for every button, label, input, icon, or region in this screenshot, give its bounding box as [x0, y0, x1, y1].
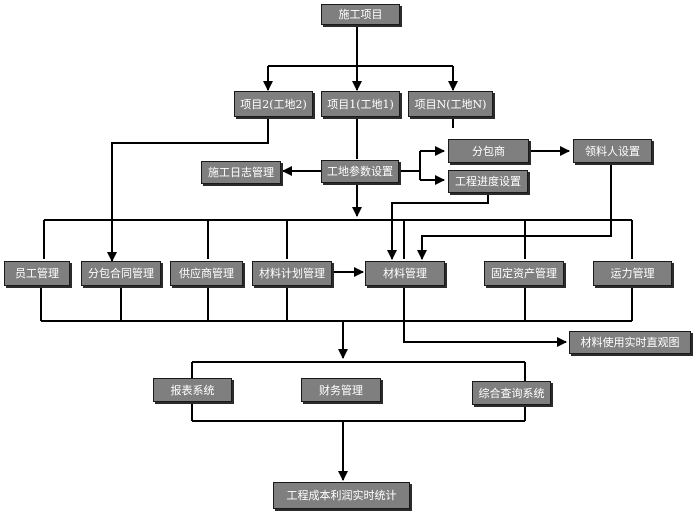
node-material-management: 材料管理 — [365, 261, 445, 286]
node-site-parameter-settings: 工地参数设置 — [321, 160, 399, 183]
node-comprehensive-query: 综合查询系统 — [472, 381, 551, 405]
node-material-plan-management: 材料计划管理 — [252, 261, 332, 286]
node-cost-profit-statistics: 工程成本利润实时统计 — [273, 482, 410, 509]
node-material-usage-chart: 材料使用实时直观图 — [569, 331, 691, 354]
node-staff-management: 员工管理 — [4, 261, 70, 286]
node-supplier-management: 供应商管理 — [170, 261, 243, 286]
node-project-1: 项目1(工地1) — [321, 91, 400, 117]
node-construction-log: 施工日志管理 — [201, 161, 281, 184]
node-finance-management: 财务管理 — [301, 378, 381, 402]
node-subcontractor: 分包商 — [448, 139, 529, 163]
node-report-system: 报表系统 — [153, 378, 232, 402]
node-progress-settings: 工程进度设置 — [448, 170, 528, 193]
node-fixed-assets-management: 固定资产管理 — [484, 261, 564, 286]
node-project-2: 项目2(工地2) — [234, 91, 313, 117]
node-subcontract-management: 分包合同管理 — [81, 261, 161, 286]
node-project-n: 项目N(工地N) — [408, 91, 493, 117]
node-construction-project: 施工项目 — [321, 4, 400, 25]
node-recipient-settings: 领料人设置 — [573, 139, 652, 163]
node-transport-management: 运力管理 — [593, 261, 672, 286]
